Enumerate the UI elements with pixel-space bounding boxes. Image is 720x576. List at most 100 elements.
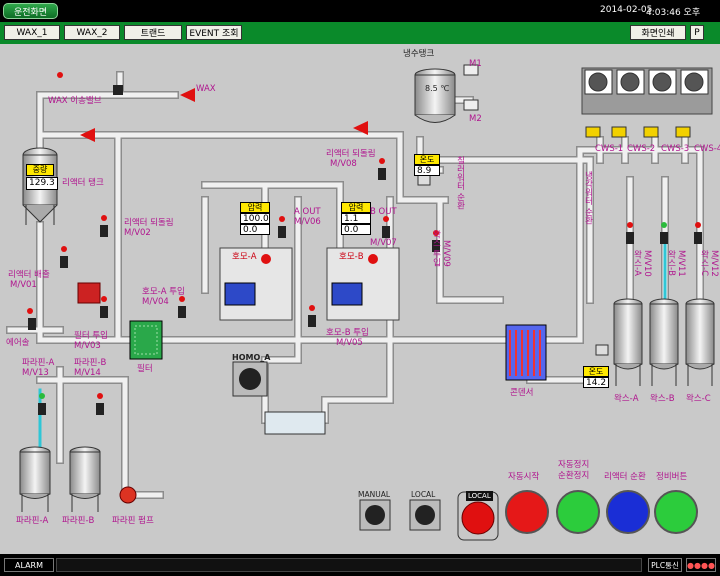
filter-label: 필터 <box>137 364 153 374</box>
homo-switch-knob-icon[interactable] <box>239 368 261 390</box>
reactor-pump-icon <box>77 282 101 304</box>
reactor-circ-button[interactable] <box>606 490 650 534</box>
paraffin-b-label: 파라핀-B <box>62 516 95 526</box>
wax-in-label: 왁스 투입 <box>431 230 441 267</box>
cooling-tank-label: 냉수탱크 <box>403 49 435 59</box>
date-display: 2014-02-05 <box>600 5 653 15</box>
cond-temp-label: 온도 <box>583 366 609 377</box>
a-out-label: A OUT <box>294 207 321 217</box>
wax-in-valve-tag: M/V09 <box>441 240 451 267</box>
local-button-label: LOCAL <box>466 491 493 501</box>
condenser-label: 콘덴서 <box>510 388 534 398</box>
wax-b-valve-label: 왁스-B <box>666 250 676 276</box>
cooling-tank-temp: 8.5 ℃ <box>425 84 450 93</box>
reactor-return2-valve-tag: M/V08 <box>330 159 357 169</box>
cws-pump-icons <box>585 126 691 138</box>
auto-stop-button[interactable] <box>556 490 600 534</box>
wax-a-valve-label: 왁스-A <box>632 250 642 276</box>
reactor-tank <box>22 147 58 225</box>
wax-a-label: 왁스-A <box>614 394 639 404</box>
alarm-message-field <box>56 558 642 572</box>
flow-arrow-2 <box>353 121 368 135</box>
reactor-return-valve-tag: M/V02 <box>124 228 151 238</box>
alarm-button[interactable]: ALARM <box>4 558 54 572</box>
paraffin-a-label: 파라핀-A <box>16 516 49 526</box>
reactor-drain-label: 리액터 배출 <box>8 270 50 280</box>
process-diagram: 냉수탱크 8.5 ℃ M1 M2 WAX 이송밸브 WAX 중량 129.3 리… <box>0 44 720 554</box>
wax1-button[interactable]: WAX_1 <box>4 25 60 40</box>
piping-diagram <box>6 64 715 541</box>
homo-b-label: 호모-B <box>339 252 364 262</box>
auto-start-button[interactable] <box>505 490 549 534</box>
print-screen-button[interactable]: 화면인쇄 <box>630 25 686 40</box>
paraffin-b-valve-label: 파라핀-B <box>74 358 107 368</box>
filter-in-label: 필터 투입 <box>74 331 108 341</box>
pressure-a-value-1: 100.0 <box>240 213 270 224</box>
weight-label: 중량 <box>26 164 54 176</box>
paraffin-pump-label: 파라핀 펌프 <box>112 516 154 526</box>
wax-b-valve-tag: M/V11 <box>676 250 686 277</box>
paraffin-b-valve-tag: M/V14 <box>74 368 101 378</box>
wax-label: WAX <box>196 84 216 94</box>
paraffin-a-valve-label: 파라핀-A <box>22 358 55 368</box>
local-stop-button[interactable] <box>457 491 499 541</box>
homo-switch-label: HOMO_A <box>232 353 271 362</box>
title-bar <box>0 0 720 22</box>
pressure-a-value-2: 0.0 <box>240 224 270 235</box>
temp-value: 8.9 <box>414 165 440 176</box>
wax2-button[interactable]: WAX_2 <box>64 25 120 40</box>
homo-a-label: 호모-A <box>232 252 257 262</box>
tab-operation-screen[interactable]: 운전화면 <box>3 3 58 19</box>
wax-valve-label: WAX 이송밸브 <box>48 96 102 106</box>
manual-label: MANUAL <box>358 490 391 499</box>
circ-stop-label: 순환정지 <box>558 471 590 481</box>
homo-b-motor-icon <box>331 282 363 306</box>
homo-a-in-valve-tag: M/V04 <box>142 297 169 307</box>
homo-b-in-valve-tag: M/V05 <box>336 338 363 348</box>
wax-c-valve-label: 왁스-C <box>699 250 709 277</box>
auto-stop-label: 자동정지 <box>558 460 590 470</box>
homo-a-in-label: 호모-A 투입 <box>142 287 185 297</box>
m2-label: M2 <box>469 114 482 124</box>
wax-a-valve-tag: M/V10 <box>642 250 652 277</box>
wax-c-label: 왁스-C <box>686 394 711 404</box>
weight-value: 129.3 <box>26 177 58 190</box>
m2-pump-icon <box>463 99 479 111</box>
a-out-valve-tag: M/V06 <box>294 217 321 227</box>
local-switch[interactable] <box>409 499 441 531</box>
plc-comm-indicator: PLC통신 <box>648 558 682 572</box>
chiller-circ-label: 칠러워터 순환 <box>455 156 465 210</box>
temp-label: 온도 <box>414 154 440 165</box>
paraffin-tanks <box>19 446 101 512</box>
cooling-tank <box>414 68 456 123</box>
manual-switch[interactable] <box>359 499 391 531</box>
event-query-button[interactable]: EVENT 조회 <box>186 25 242 40</box>
local-label: LOCAL <box>411 490 436 499</box>
pressure-b-value-1: 1.1 <box>341 213 371 224</box>
pressure-b-value-2: 0.0 <box>341 224 371 235</box>
pressure-b-label: 압력 <box>341 202 371 213</box>
valve-open-icons <box>39 222 667 399</box>
valve-icons[interactable] <box>28 85 702 415</box>
reactor-return2-label: 리액터 되돌림 <box>326 149 376 159</box>
fan-icons <box>584 69 709 95</box>
homo-a-motor-icon <box>224 282 256 306</box>
b-out-valve-tag: M/V07 <box>370 238 397 248</box>
homo-b-lamp <box>368 254 378 264</box>
comm-status-icon: ●●●● <box>686 558 716 572</box>
cws4-label: CWS-4 <box>694 144 720 154</box>
maintenance-button[interactable] <box>654 490 698 534</box>
reactor-drain-valve-tag: M/V01 <box>10 280 37 290</box>
paraffin-a-valve-tag: M/V13 <box>22 368 49 378</box>
cws3-label: CWS-3 <box>661 144 690 154</box>
air-label: 에어솔 <box>6 338 30 348</box>
p-button[interactable]: P <box>690 25 704 40</box>
trend-button[interactable]: 트랜드 <box>124 25 182 40</box>
m1-label: M1 <box>469 59 482 69</box>
cooling-circ-label: 냉각워터 순환 <box>583 171 593 225</box>
reactor-circ-label: 리액터 순환 <box>604 472 646 482</box>
reactor-return-label: 리액터 되돌림 <box>124 218 174 228</box>
pressure-a-label: 압력 <box>240 202 270 213</box>
m1-pump-icon <box>463 64 479 76</box>
reactor-tank-label: 리액터 탱크 <box>62 178 104 188</box>
